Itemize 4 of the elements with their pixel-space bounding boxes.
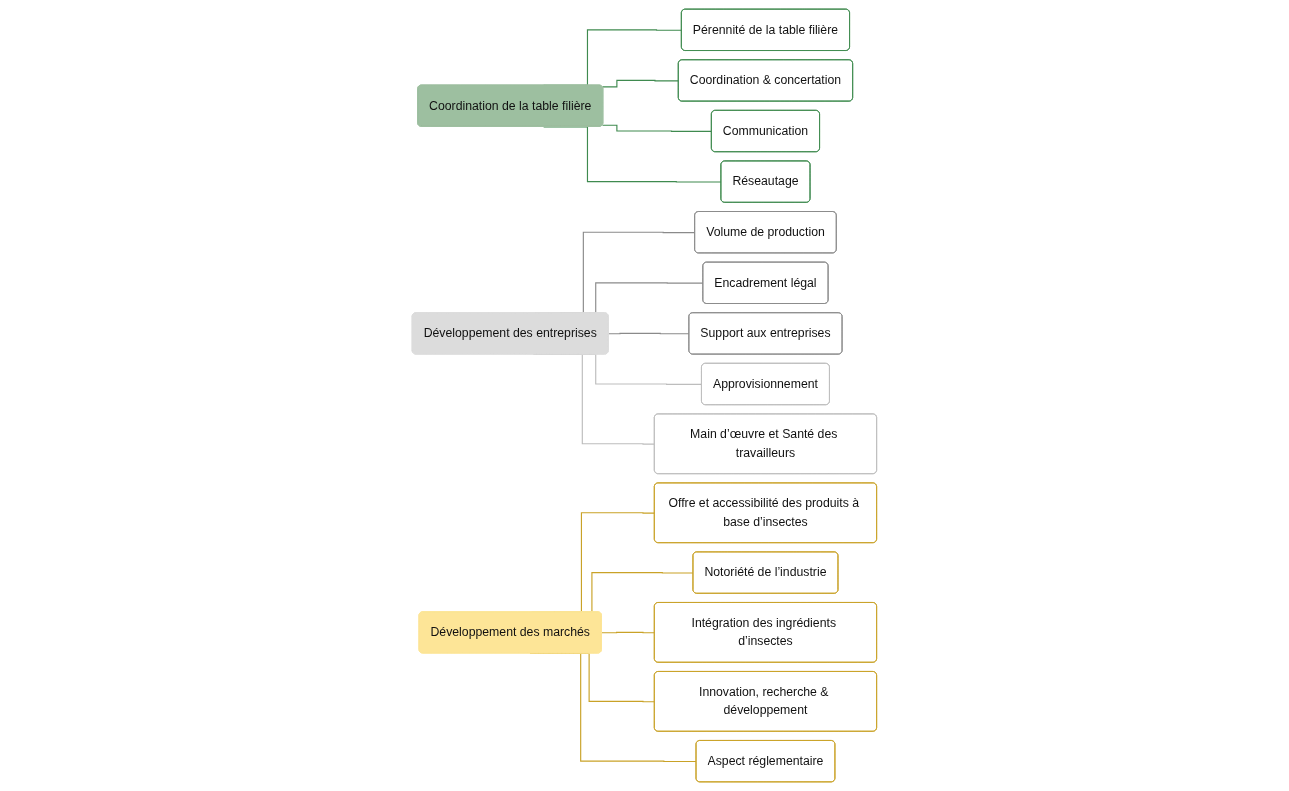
connector (602, 79, 680, 88)
connector (602, 124, 713, 132)
connector (601, 631, 656, 634)
connector (608, 332, 690, 335)
